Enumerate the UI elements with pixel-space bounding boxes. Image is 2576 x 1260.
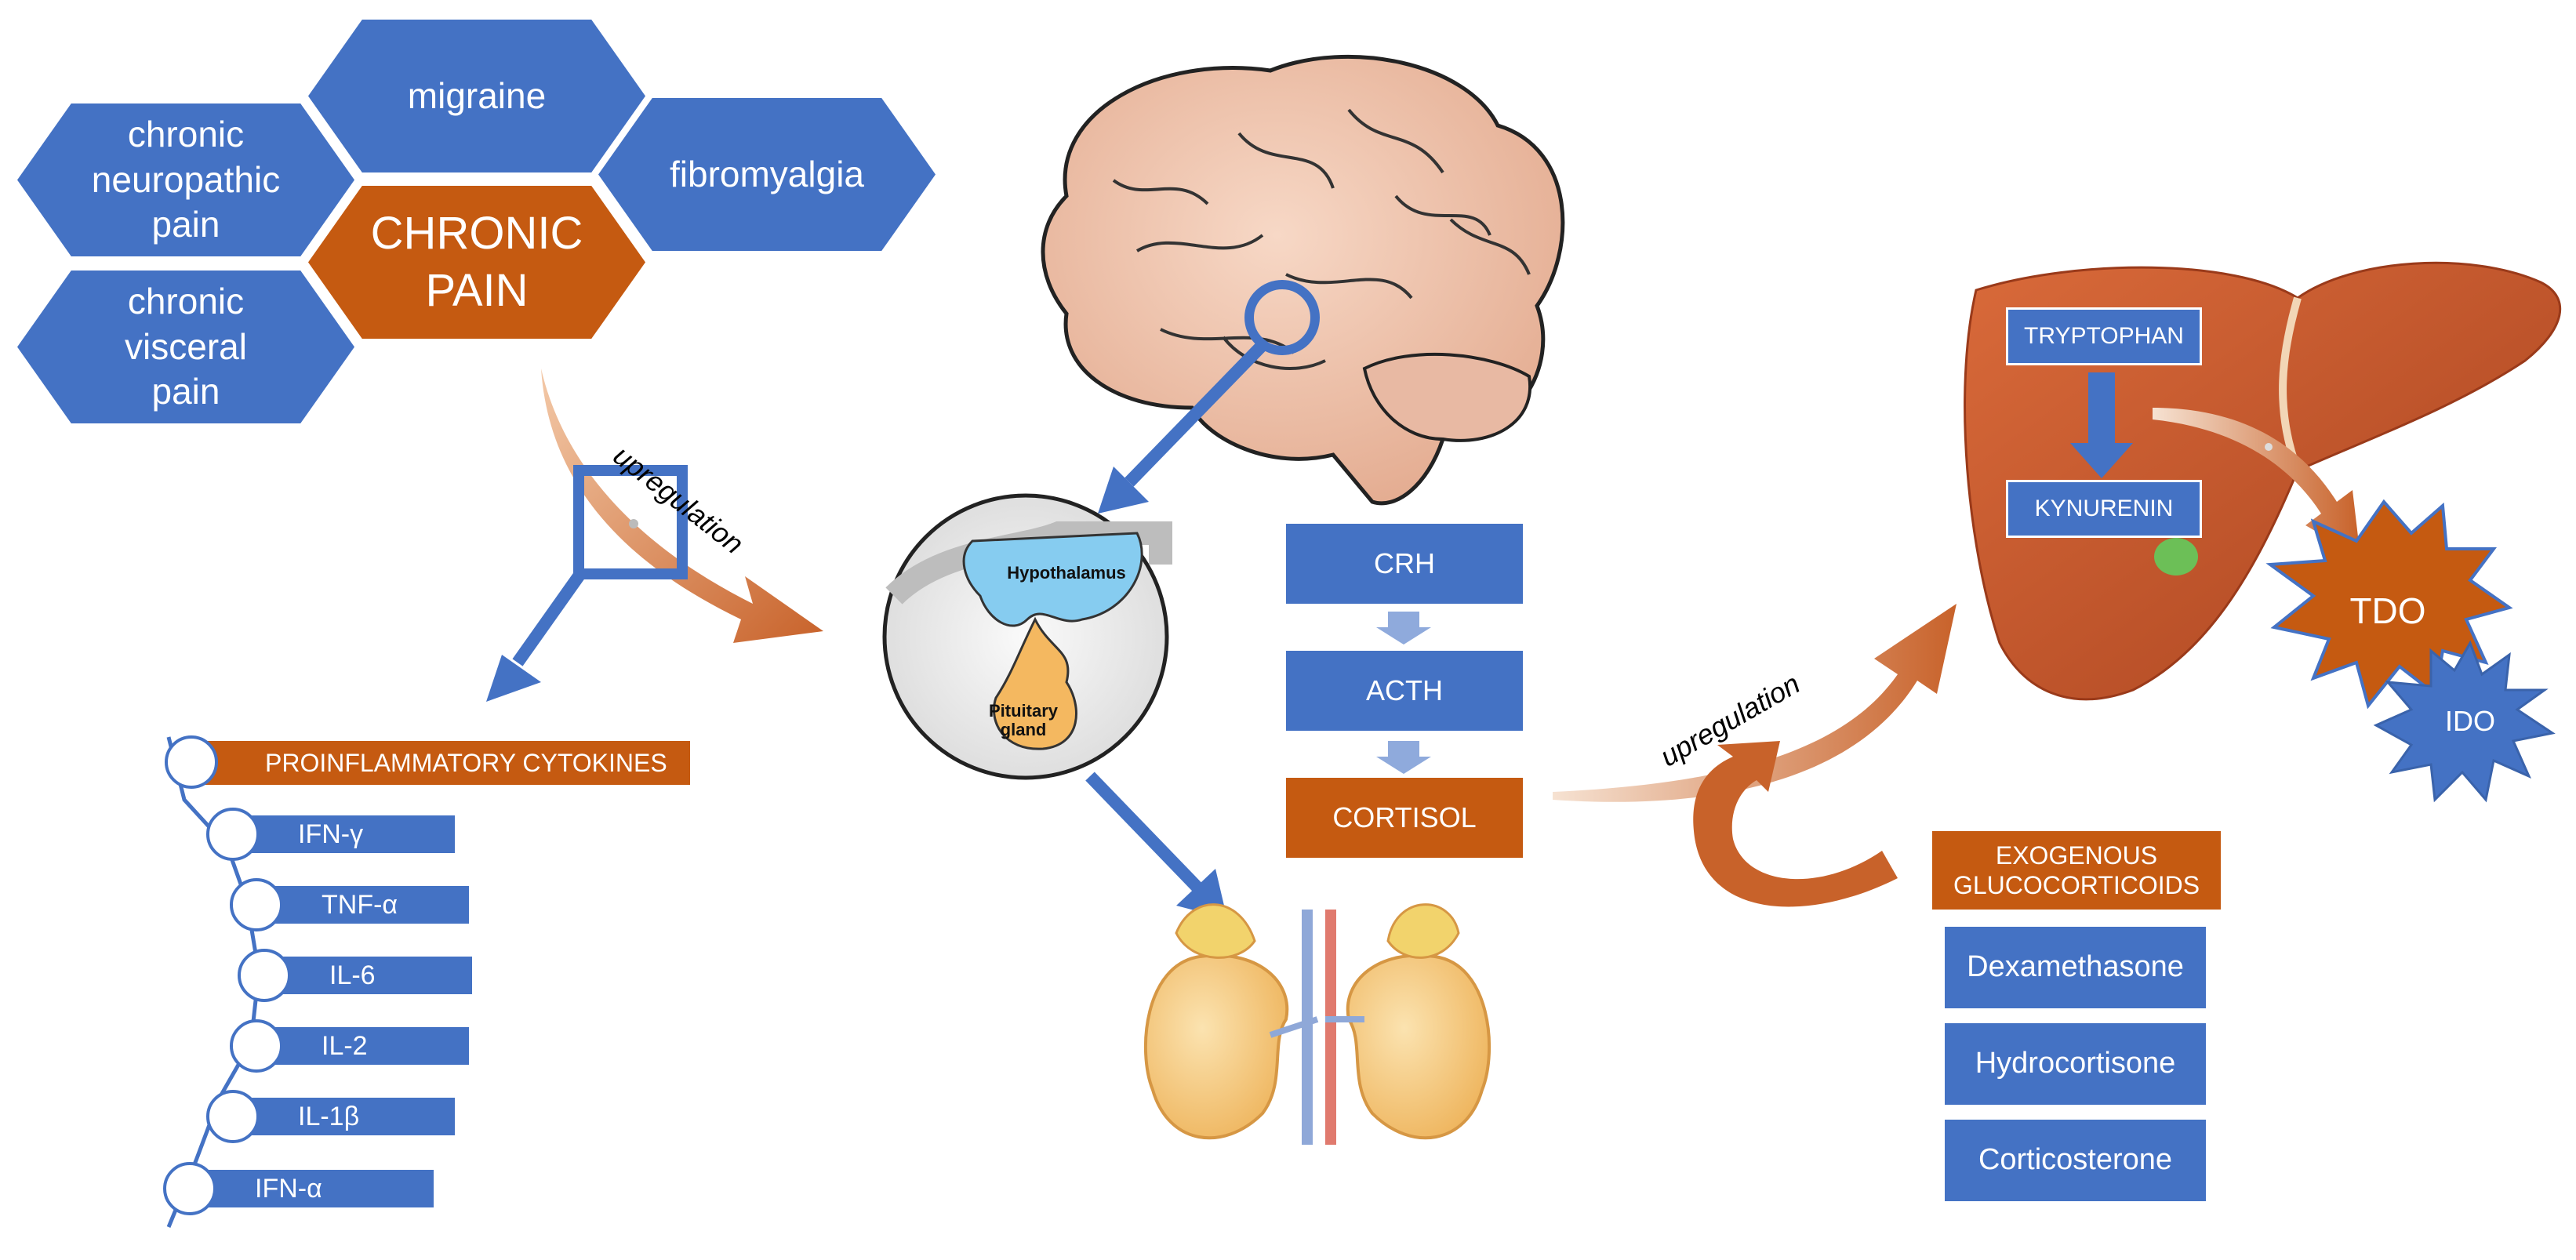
arrow-to-hypothalamus [1098, 467, 1149, 514]
cytokine-ifn-alpha: IFN-α [192, 1170, 434, 1207]
neuropathic-line-2: neuropathic [91, 158, 281, 200]
arrow-to-cytokines [486, 655, 541, 702]
cytokine-il1-beta: IL-1β [235, 1098, 455, 1135]
arrow-acth-cortisol [1376, 741, 1431, 774]
cytokine-il2: IL-2 [259, 1027, 469, 1065]
upregulation-arrow-right [1553, 604, 1957, 802]
glucocorticoid-arrow [1693, 741, 1898, 907]
upregulation-arrow-left [541, 369, 823, 643]
hypothalamus-label: Hypothalamus [1007, 563, 1126, 583]
visceral-line-1: chronic [127, 281, 245, 322]
kidneys-illustration [1143, 903, 1491, 1145]
ido-star [2373, 640, 2556, 803]
acth-box: ACTH [1286, 651, 1523, 731]
cytokine-bead [206, 808, 260, 861]
hypothalamus-circle [882, 493, 1172, 780]
crh-box: CRH [1286, 524, 1523, 604]
dexamethasone-box: Dexamethasone [1945, 927, 2206, 1008]
brain-illustration [1041, 54, 1565, 506]
chronic-pain-line-2: PAIN [425, 264, 529, 316]
hex-migraine: migraine [308, 20, 645, 172]
cytokine-tnf-alpha: TNF-α [259, 886, 469, 924]
cytokine-bead [230, 1019, 283, 1073]
tdo-label: TDO [2349, 590, 2426, 632]
neuropathic-line-1: chronic [127, 114, 245, 155]
visceral-line-2: visceral pain [125, 325, 247, 412]
glucocorticoids-header: EXOGENOUS GLUCOCORTICOIDS [1932, 831, 2221, 910]
migraine-label: migraine [407, 74, 547, 116]
hypothalamus-magnifier [1244, 280, 1320, 355]
glucocorticoids-line-1: EXOGENOUS [1995, 841, 2158, 870]
ido-label: IDO [2444, 705, 2495, 738]
glucocorticoids-line-2: GLUCOCORTICOIDS [1953, 871, 2200, 899]
fibromyalgia-label: fibromyalgia [670, 153, 864, 194]
cortisol-box: CORTISOL [1286, 778, 1523, 858]
cytokine-il6: IL-6 [267, 957, 472, 994]
arrow-crh-acth [1376, 612, 1431, 645]
arrow-tryptophan-kynurenin [2070, 443, 2133, 478]
hydrocortisone-box: Hydrocortisone [1945, 1023, 2206, 1105]
pituitary-label: Pituitary gland [984, 701, 1063, 740]
magnifier-square [573, 465, 688, 579]
chronic-pain-line-1: CHRONIC [370, 208, 583, 259]
hex-chronic-neuropathic-pain: chronic neuropathic pain [17, 103, 354, 256]
cytokine-bead [238, 949, 291, 1002]
cytokine-ifn-gamma: IFN-γ [235, 815, 455, 853]
tryptophan-box: TRYPTOPHAN [2006, 307, 2202, 365]
hex-chronic-pain: CHRONIC PAIN [308, 186, 645, 339]
cytokines-header: PROINFLAMMATORY CYTOKINES [202, 741, 690, 785]
cytokine-bead [163, 1162, 216, 1215]
tdo-star [2265, 499, 2513, 710]
hex-chronic-visceral-pain: chronic visceral pain [17, 271, 354, 423]
cytokine-bead [165, 735, 218, 789]
neuropathic-line-3: pain [151, 204, 220, 245]
liver-illustration [1964, 261, 2562, 701]
kynurenin-box: KYNURENIN [2006, 480, 2202, 538]
pituitary-line-1: Pituitary [988, 701, 1059, 721]
cytokine-bead [230, 878, 283, 931]
hex-fibromyalgia: fibromyalgia [598, 98, 936, 251]
corticosterone-box: Corticosterone [1945, 1120, 2206, 1201]
pituitary-line-2: gland [1000, 720, 1047, 740]
cytokine-bead [206, 1090, 260, 1143]
